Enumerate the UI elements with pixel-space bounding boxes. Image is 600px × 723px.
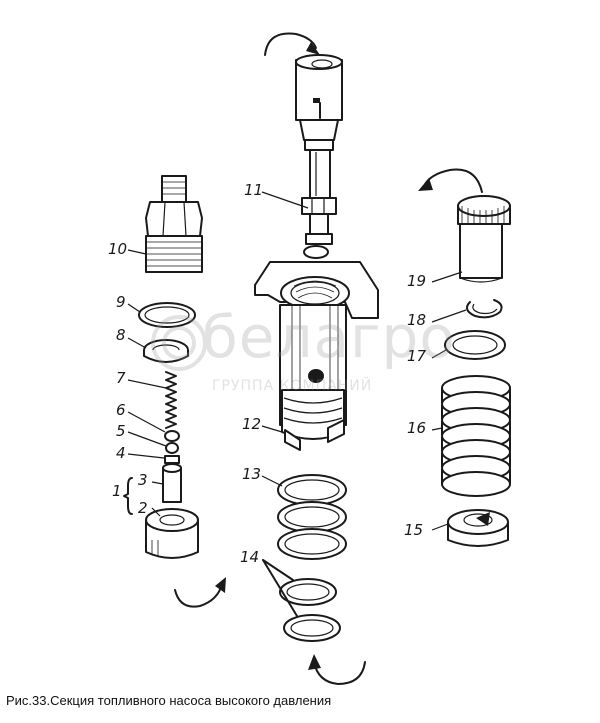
callout-15: 15 <box>404 521 424 539</box>
watermark-brand: белагро <box>202 303 456 371</box>
callout-13: 13 <box>242 465 262 483</box>
callout-2: 2 <box>138 499 148 517</box>
washer-part-17 <box>444 330 506 360</box>
callout-14: 14 <box>240 548 260 566</box>
spring-part-7 <box>165 371 177 429</box>
watermark: белагро ГРУППА КОМПАНИЙ <box>150 300 455 400</box>
ball-part-6 <box>164 430 180 442</box>
sealing-rings-part-13 <box>277 474 347 560</box>
spring-plate-part-15 <box>447 509 509 547</box>
callout-8: 8 <box>116 326 126 344</box>
barrel-part-12 <box>254 261 379 451</box>
figure-caption: Рис.33.Секция топливного насоса высокого… <box>6 693 332 708</box>
ring-part-4 <box>164 455 180 464</box>
callout-9: 9 <box>116 293 126 311</box>
callout-17: 17 <box>407 347 427 365</box>
bracket-part-1 <box>123 477 133 515</box>
leader-lines <box>127 191 467 531</box>
seat-part-8 <box>143 339 189 363</box>
callout-19: 19 <box>407 272 427 290</box>
callout-3: 3 <box>138 471 148 489</box>
rotation-arrow-top <box>264 32 320 56</box>
rotation-arrow-right <box>418 168 483 193</box>
rotation-arrow-bottom-center <box>308 654 366 685</box>
callout-1: 1 <box>112 482 122 500</box>
plunger-part-11 <box>295 54 343 259</box>
washers-part-14 <box>262 559 341 642</box>
callout-18: 18 <box>407 311 427 329</box>
fitting-part-10 <box>145 175 203 273</box>
callout-4: 4 <box>116 444 126 462</box>
rotation-arrow-bottom-left <box>174 577 226 608</box>
ball-part-5 <box>165 442 179 454</box>
callout-11: 11 <box>244 181 264 199</box>
spring-part-16 <box>441 375 511 497</box>
brand-logo-icon <box>151 315 207 371</box>
washer-part-9 <box>138 302 196 328</box>
callout-16: 16 <box>407 419 427 437</box>
valve-seat-part-2 <box>145 508 199 559</box>
snap-ring-part-18 <box>465 299 503 319</box>
callout-6: 6 <box>116 401 126 419</box>
callout-10: 10 <box>108 240 128 258</box>
callout-12: 12 <box>242 415 262 433</box>
callout-5: 5 <box>116 422 126 440</box>
callout-7: 7 <box>116 369 126 387</box>
sleeve-part-19 <box>457 195 511 283</box>
watermark-tagline: ГРУППА КОМПАНИЙ <box>212 378 373 394</box>
valve-part-3 <box>162 463 182 503</box>
